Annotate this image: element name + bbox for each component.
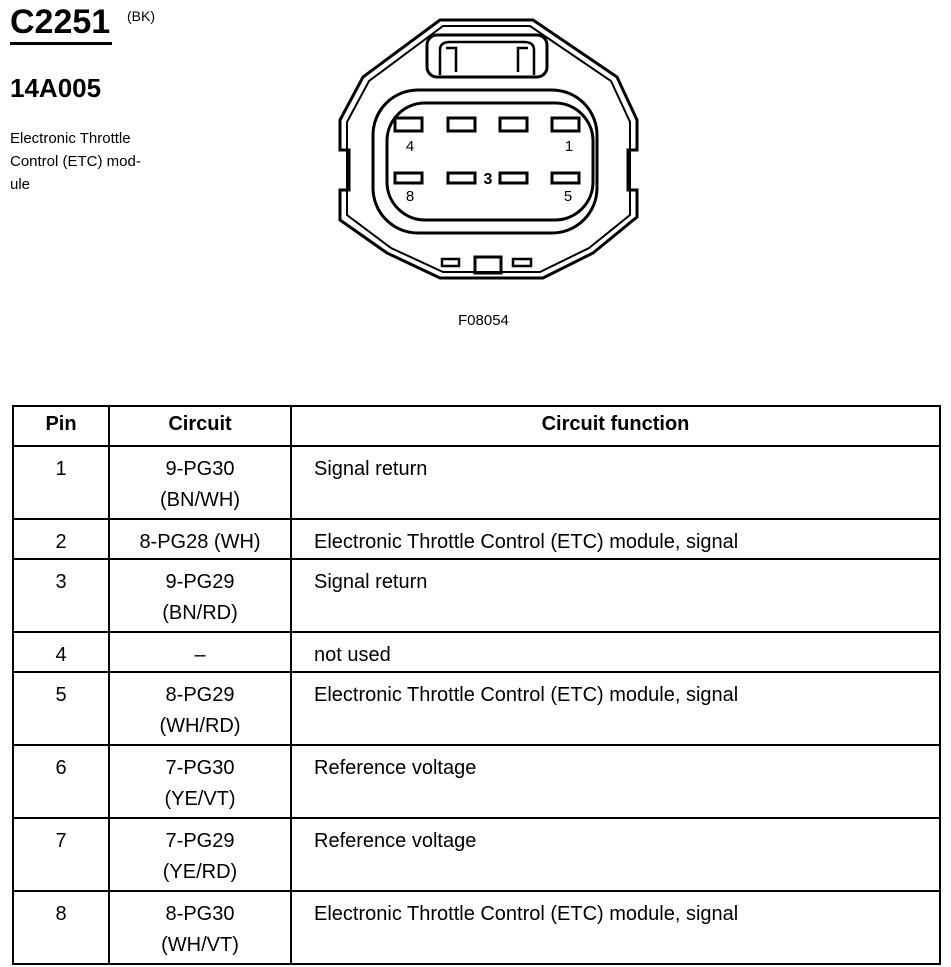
circuit-line: 8-PG29 [165,684,235,706]
bottom-tab-center [473,255,503,275]
connector-seal [371,88,599,235]
function-cell: Reference voltage [290,817,941,892]
header-circuit: Circuit [108,405,292,447]
function-cell: Electronic Throttle Control (ETC) module… [290,671,941,746]
pin-3 [446,116,477,133]
table-row: 7 7-PG29 (YE/RD) Reference voltage [12,817,941,892]
connector-cavity [385,101,595,222]
table-row: 6 7-PG30 (YE/VT) Reference voltage [12,744,941,819]
header-pin: Pin [12,405,110,447]
connector-color: (BK) [127,8,155,24]
figure-id: F08054 [458,312,509,329]
circuit-cell: 8-PG29 (WH/RD) [108,671,292,746]
function-cell: Reference voltage [290,744,941,819]
pin-2 [498,116,529,133]
pin-cell: 6 [12,744,110,819]
function-cell: not used [290,631,941,673]
circuit-line: 9-PG30 [165,458,235,480]
circuit-line: 7-PG29 [165,830,235,852]
pin-5 [550,171,581,185]
pin-4 [393,116,424,133]
pin-1 [550,116,581,133]
function-cell: Electronic Throttle Control (ETC) module… [290,518,941,560]
description-line: ule [10,176,31,193]
table-row: 3 9-PG29 (BN/RD) Signal return [12,558,941,633]
connector-id: C2251 [10,2,113,45]
table-row: 5 8-PG29 (WH/RD) Electronic Throttle Cont… [12,671,941,746]
circuit-line: 9-PG29 [165,571,235,593]
circuit-cell: 8-PG30 (WH/VT) [108,890,292,965]
circuit-cell: 9-PG29 (BN/RD) [108,558,292,633]
function-cell: Signal return [290,558,941,633]
pin-cell: 4 [12,631,110,673]
pin-label-5: 5 [564,188,572,205]
connector-outer-shell-inner [346,25,631,273]
pin-cavities [393,116,581,185]
circuit-line: (WH/RD) [159,715,241,737]
function-cell: Electronic Throttle Control (ETC) module… [290,890,941,965]
table-row: 8 8-PG30 (WH/VT) Electronic Throttle Cont… [12,890,941,965]
bottom-tab-right [511,257,533,268]
pin-label-8: 8 [406,188,414,205]
connector-outer-shell [338,18,639,280]
circuit-cell: 9-PG30 (BN/WH) [108,445,292,520]
pin-6 [498,171,529,185]
circuit-line: 7-PG30 [165,757,235,779]
circuit-line: 8-PG30 [165,903,235,925]
table-header-row: Pin Circuit Circuit function [12,405,941,447]
pin-cell: 8 [12,890,110,965]
pin-cell: 2 [12,518,110,560]
key-mark: 3 [484,171,493,188]
connector-face-diagram: 4 1 8 5 3 [338,18,639,280]
circuit-line: (YE/RD) [162,861,238,883]
function-cell: Signal return [290,445,941,520]
circuit-cell: 8-PG28 (WH) [108,518,292,560]
circuit-line: (YE/VT) [164,788,236,810]
pin-cell: 5 [12,671,110,746]
pin-cell: 1 [12,445,110,520]
circuit-line: – [194,644,206,666]
pin-cell: 7 [12,817,110,892]
circuit-line: 8-PG28 (WH) [139,531,261,553]
table-row: 1 9-PG30 (BN/WH) Signal return [12,445,941,520]
circuit-cell: – [108,631,292,673]
part-number: 14A005 [10,73,102,103]
circuit-line: (BN/RD) [162,602,238,624]
pin-7 [446,171,477,185]
connector-latch [425,33,549,79]
circuit-cell: 7-PG29 (YE/RD) [108,817,292,892]
table-row: 4 – not used [12,631,941,673]
table-row: 2 8-PG28 (WH) Electronic Throttle Contro… [12,518,941,560]
pinout-table: Pin Circuit Circuit function 1 9-PG30 (BN… [12,405,941,965]
pin-cell: 3 [12,558,110,633]
circuit-line: (WH/VT) [161,934,239,956]
circuit-cell: 7-PG30 (YE/VT) [108,744,292,819]
description-line: Control (ETC) mod- [10,153,141,170]
description-line: Electronic Throttle [10,130,131,147]
connector-latch-inner [438,40,536,75]
bottom-tab-left [440,257,461,268]
pin-8 [393,171,424,185]
pin-label-1: 1 [565,138,573,155]
header-circuit-function: Circuit function [290,405,941,447]
pin-label-4: 4 [406,138,414,155]
circuit-line: (BN/WH) [160,489,240,511]
connector-description: Electronic Throttle Control (ETC) mod- u… [10,127,170,196]
